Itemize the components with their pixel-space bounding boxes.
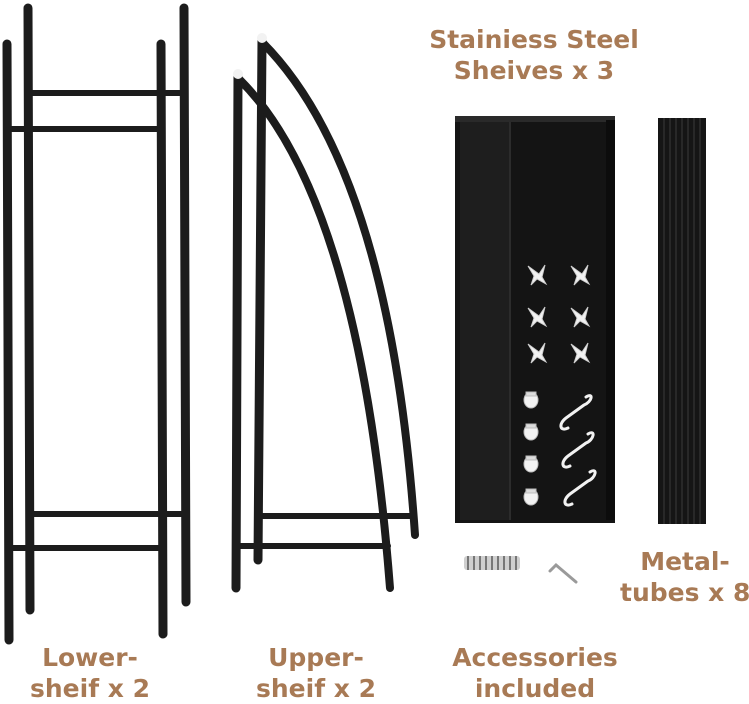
upper-shelf-frame-back xyxy=(253,33,419,565)
upper-shelf-label-line1: Upper- xyxy=(268,643,364,672)
lower-shelf-label-line1: Lower- xyxy=(42,643,138,672)
metal-tubes-label: Metal- tubes x 8 xyxy=(620,546,749,608)
shelf-clip-icon xyxy=(570,342,591,364)
accessories-label-line2: included xyxy=(474,674,596,703)
foot-cap-icon xyxy=(523,488,539,506)
metal-tubes xyxy=(658,118,706,524)
upper-shelf-label: Upper- sheif x 2 xyxy=(246,642,386,704)
lower-shelf-frames xyxy=(2,3,191,645)
s-hook-icon xyxy=(559,394,593,431)
shelf-clip-icon xyxy=(527,264,548,286)
shelf-clip-icon xyxy=(570,264,591,286)
shelf-clip-icon xyxy=(527,342,548,364)
foot-cap-icon xyxy=(523,423,539,441)
lower-shelf-frame-back xyxy=(23,3,191,615)
shelf-clip-icon xyxy=(527,306,548,328)
lower-shelf-frame-front xyxy=(2,39,168,645)
spring-icon xyxy=(464,556,520,570)
steel-shelves-label: Stainiess Steel Sheives x 3 xyxy=(424,24,644,86)
upper-shelf-frames xyxy=(231,33,419,593)
foot-caps xyxy=(523,391,539,506)
foot-cap-icon xyxy=(523,455,539,473)
accessories-label: Accessories included xyxy=(440,642,630,704)
s-hook-icon xyxy=(563,469,597,507)
lower-shelf-label-line2: sheif x 2 xyxy=(29,674,150,703)
steel-shelves-label-line1: Stainiess Steel xyxy=(429,25,639,54)
allen-key-icon xyxy=(548,562,578,584)
steel-shelves-label-line2: Sheives x 3 xyxy=(453,56,615,85)
lower-shelf-label: Lower- sheif x 2 xyxy=(20,642,160,704)
metal-tubes-label-line2: tubes x 8 xyxy=(620,578,749,607)
steel-shelves xyxy=(455,116,615,523)
upper-shelf-label-line2: sheif x 2 xyxy=(255,674,376,703)
s-hook-icon xyxy=(561,431,595,469)
accessories-label-line1: Accessories xyxy=(452,643,618,672)
shelf-clip-icon xyxy=(570,306,591,328)
shelf-clips xyxy=(527,264,591,364)
s-hooks xyxy=(559,394,597,507)
upper-shelf-frame-front xyxy=(231,69,394,593)
metal-tubes-label-line1: Metal- xyxy=(640,547,730,576)
foot-cap-icon xyxy=(523,391,539,409)
